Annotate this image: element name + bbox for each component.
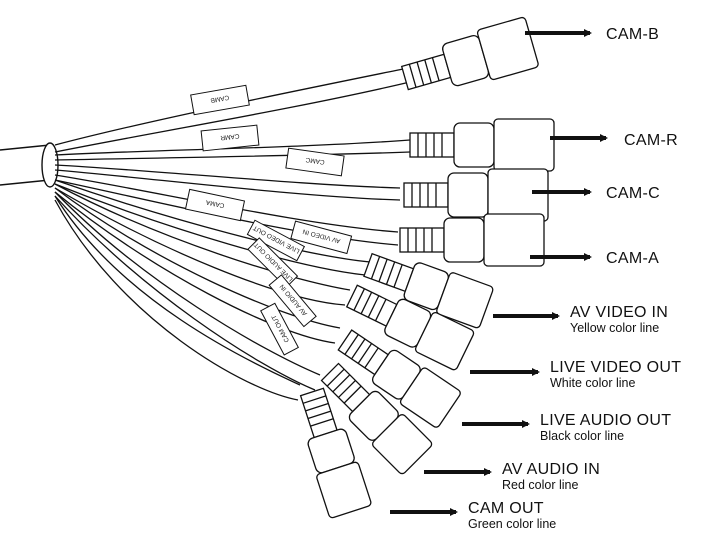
connector-cam-b-plug	[400, 16, 539, 91]
connector-live-video-out-plug	[345, 284, 475, 371]
connector-cam-c-plug	[403, 168, 549, 222]
connector-live-audio-out-plug	[337, 329, 461, 428]
svg-text:CAMA: CAMA	[205, 198, 225, 209]
lower-cables	[54, 179, 371, 401]
note-cam-out: Green color line	[468, 517, 556, 531]
label-av-video-in: AV VIDEO IN	[570, 304, 668, 321]
note-live-audio-out: Black color line	[540, 429, 624, 443]
connector-cam-r-plug	[409, 118, 555, 172]
connector-cam-a-plug	[399, 213, 545, 267]
connector-av-video-in-plug	[363, 252, 494, 329]
cable-bundle	[0, 142, 59, 188]
sleeve-tag-cam-r: CAMR	[200, 124, 260, 152]
note-av-video-in: Yellow color line	[570, 321, 659, 335]
label-live-video-out: LIVE VIDEO OUT	[550, 359, 681, 376]
label-cam-b: CAM-B	[606, 26, 659, 43]
note-av-audio-in: Red color line	[502, 478, 578, 492]
labels: CAM-B CAM-R CAM-C CAM-A AV VIDEO IN Yell…	[468, 26, 681, 531]
label-live-audio-out: LIVE AUDIO OUT	[540, 412, 671, 429]
pointer-arrows	[390, 29, 608, 516]
label-cam-c: CAM-C	[606, 185, 660, 202]
label-cam-a: CAM-A	[606, 250, 659, 267]
sleeve-tags: CAMB CAMR CAMC CAMA AV VIDEO IN LIVE VID…	[184, 84, 353, 356]
svg-text:CAMR: CAMR	[220, 132, 240, 141]
sleeve-tag-cam-a: CAMA	[184, 188, 246, 222]
connector-cam-out-plug	[299, 387, 372, 519]
sleeve-tag-cam-b: CAMB	[190, 84, 250, 116]
sleeve-tag-cam-c: CAMC	[285, 147, 345, 177]
svg-text:CAMC: CAMC	[305, 156, 325, 166]
note-live-video-out: White color line	[550, 376, 635, 390]
connector-av-audio-in-plug	[320, 362, 433, 475]
sleeve-tag-av-video-in: AV VIDEO IN	[290, 220, 353, 255]
svg-text:CAMB: CAMB	[210, 93, 230, 103]
label-cam-out: CAM OUT	[468, 500, 544, 517]
label-av-audio-in: AV AUDIO IN	[502, 461, 600, 478]
label-cam-r: CAM-R	[624, 132, 678, 149]
